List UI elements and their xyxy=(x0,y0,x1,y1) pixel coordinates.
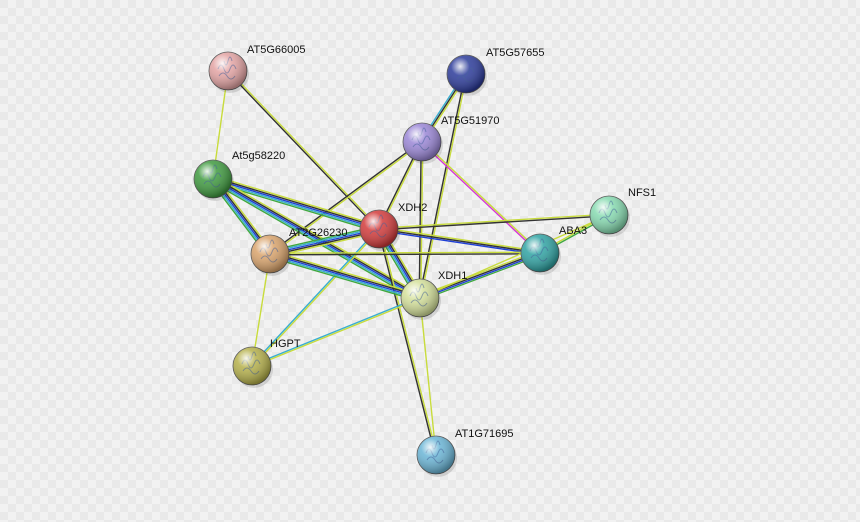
node-ABA3[interactable]: ABA3 xyxy=(520,225,587,275)
edge-line-blue xyxy=(212,178,421,299)
edge-AT5G51970-XDH1 xyxy=(418,141,424,299)
node-AT1G71695[interactable]: AT1G71695 xyxy=(416,428,514,477)
node-label: XDH2 xyxy=(398,202,427,214)
edge-line-green xyxy=(210,181,420,302)
node-NFS1[interactable]: NFS1 xyxy=(589,187,656,237)
node-label: At5g58220 xyxy=(232,150,285,162)
node-gloss xyxy=(209,52,247,90)
node-gloss xyxy=(401,279,439,317)
edge-line-blue xyxy=(419,253,541,300)
edge-line-black xyxy=(212,176,381,229)
edge-line-yellow xyxy=(251,298,422,368)
edge-line-yellow xyxy=(379,228,438,456)
edge-AT5G57655-XDH1 xyxy=(418,73,468,299)
node-AT5G57655[interactable]: AT5G57655 xyxy=(446,47,545,96)
edge-line-yellow xyxy=(269,141,424,256)
node-gloss xyxy=(233,347,271,385)
edge-line-black xyxy=(418,141,422,299)
edge-line-yellow xyxy=(420,141,424,299)
edge-line-yellow xyxy=(420,73,468,299)
edge-line-magenta xyxy=(420,141,541,255)
node-label: NFS1 xyxy=(628,187,656,199)
edge-line-black xyxy=(213,176,422,298)
node-label: AT2G26230 xyxy=(289,227,348,239)
edge-XDH1-AT1G71695 xyxy=(419,297,437,456)
edge-AT2G26230-XDH1 xyxy=(268,250,422,302)
node-gloss xyxy=(360,210,398,248)
edge-line-blue xyxy=(378,229,541,256)
edge-line-yellow xyxy=(421,140,542,254)
edge-AT2G26230-ABA3 xyxy=(269,251,541,256)
node-label: AT5G57655 xyxy=(486,47,545,59)
edge-AT5G51970-ABA3 xyxy=(420,140,542,255)
edge-line-yellow xyxy=(378,213,610,229)
node-XDH2[interactable]: XDH2 xyxy=(359,202,427,251)
edge-line-blue xyxy=(212,178,380,230)
node-label: XDH1 xyxy=(438,270,467,282)
edge-line-black xyxy=(268,140,423,255)
node-AT5G51970[interactable]: AT5G51970 xyxy=(402,115,500,164)
node-At5g58220[interactable]: At5g58220 xyxy=(193,150,285,201)
node-label: AT5G51970 xyxy=(441,115,500,127)
edge-line-yellow xyxy=(227,69,381,230)
node-gloss xyxy=(447,55,485,93)
edge-line-yellow xyxy=(418,250,540,297)
node-gloss xyxy=(417,436,455,474)
edge-line-black xyxy=(378,228,541,254)
edge-line-cyan xyxy=(250,296,421,366)
edge-XDH2-ABA3 xyxy=(378,226,541,256)
edge-XDH2-NFS1 xyxy=(378,213,610,231)
node-gloss xyxy=(403,123,441,161)
edge-XDH1-ABA3 xyxy=(418,250,542,301)
edge-line-black xyxy=(378,215,610,231)
edge-AT5G66005-XDH2 xyxy=(226,69,381,231)
edge-line-yellow xyxy=(419,214,610,299)
edge-line-yellow xyxy=(269,251,541,254)
edge-line-yellow xyxy=(213,175,423,296)
node-label: ABA3 xyxy=(559,225,587,237)
node-gloss xyxy=(590,196,628,234)
node-label: HGPT xyxy=(270,338,301,350)
node-XDH1[interactable]: XDH1 xyxy=(400,270,467,320)
edge-line-yellow xyxy=(419,297,437,456)
node-AT5G66005[interactable]: AT5G66005 xyxy=(208,44,306,93)
node-gloss xyxy=(251,235,289,273)
edge-line-yellow xyxy=(378,226,541,253)
edge-line-black xyxy=(418,73,466,299)
edge-XDH1-NFS1 xyxy=(419,214,610,299)
edge-line-black xyxy=(269,251,422,298)
node-label: AT5G66005 xyxy=(247,44,306,56)
edge-line-cyan xyxy=(211,179,380,232)
edge-line-yellow xyxy=(270,250,422,296)
edge-line-black xyxy=(226,70,380,231)
node-label: AT1G71695 xyxy=(455,428,514,440)
node-AT2G26230[interactable]: AT2G26230 xyxy=(250,227,348,276)
edge-line-cyan xyxy=(268,254,421,301)
node-gloss xyxy=(194,160,232,198)
edge-line-blue xyxy=(269,253,421,299)
node-layer: AT5G66005 AT5G57655AT5G51970At5g58220XDH2… xyxy=(193,44,656,477)
node-gloss xyxy=(521,234,559,272)
edge-AT5G51970-AT2G26230 xyxy=(268,140,424,256)
edge-line-green xyxy=(420,254,542,301)
edge-XDH2-AT1G71695 xyxy=(377,228,438,456)
edge-line-black xyxy=(269,253,541,256)
edge-line-green xyxy=(268,256,420,302)
edge-line-black xyxy=(377,228,436,456)
node-HGPT[interactable]: HGPT xyxy=(232,338,301,388)
edge-line-yellow xyxy=(213,175,381,227)
edge-line-cyan xyxy=(250,227,380,367)
edge-XDH1-HGPT xyxy=(250,296,422,368)
